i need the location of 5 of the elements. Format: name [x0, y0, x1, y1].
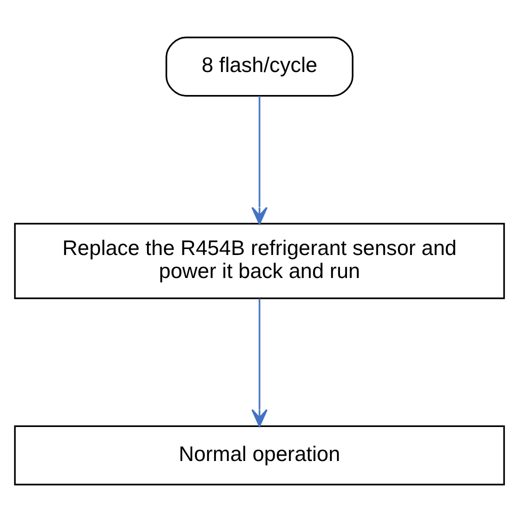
node-box: 8 flash/cycle — [166, 36, 354, 96]
arrow — [251, 96, 268, 224]
node-box: Normal operation — [14, 424, 505, 485]
arrow — [251, 298, 268, 426]
node-box: Replace the R454B refrigerant sensor and power it back and run — [14, 222, 505, 299]
